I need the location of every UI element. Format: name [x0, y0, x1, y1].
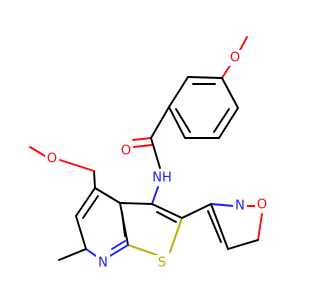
atom-label-o-methoxymethyl: O	[47, 152, 57, 167]
bond-c-nh	[150, 137, 161, 169]
atom-label-s-thiophene: S	[158, 256, 166, 271]
bond-isox-o-c5	[257, 213, 263, 241]
bond-ring-inner-3	[213, 108, 230, 133]
bond-c2-s	[169, 217, 183, 253]
bond-isox-c5-c4	[227, 239, 259, 250]
bond-n-c7a-inner	[111, 240, 126, 250]
bond-isox-c3-n	[210, 203, 235, 207]
atom-label-o-isoxazole: O	[257, 198, 267, 213]
bond-c5-c6	[75, 215, 87, 250]
methoxymethyl-oxygen: O	[45, 151, 59, 167]
bond-aryl-carbonyl	[150, 106, 170, 139]
bond-methyl-o-top	[238, 36, 248, 53]
bond-ch2-o	[59, 159, 95, 172]
bond-c4-ch2	[93, 170, 96, 189]
bond-c6-n	[85, 248, 97, 257]
bond-c4-c5-inner	[82, 195, 99, 219]
atom-label-o-carbonyl: O	[121, 144, 131, 159]
atom-label-layer: O O NH O O N N	[45, 50, 269, 271]
bond-o-ch3	[29, 146, 46, 157]
bond-co-2	[133, 144, 153, 148]
isoxazole-oxygen: O	[255, 197, 269, 213]
molecule-structure-diagram: O O NH O O N N	[29, 36, 269, 271]
atom-label-n-isoxazole: N	[235, 199, 245, 214]
structure-canvas: O O NH O O N N	[29, 36, 269, 271]
bond-c3a-c7a-inner	[121, 211, 126, 237]
isoxazole-nitrogen: N	[233, 198, 247, 214]
bond-nh-c3	[151, 186, 159, 205]
thiophene-sulfur: S	[155, 255, 169, 271]
bond-c6-methyl	[58, 248, 87, 261]
methoxy-oxygen-top: O	[228, 50, 242, 66]
bond-layer	[29, 36, 263, 261]
bond-ring-2	[168, 76, 189, 108]
carbonyl-oxygen: O	[119, 143, 133, 159]
amide-nitrogen: NH	[151, 170, 173, 186]
bond-isox-c4-c3	[210, 203, 229, 250]
bond-c4-c5	[75, 187, 96, 217]
bond-ring-3	[168, 106, 186, 139]
atom-label-n-pyridine: N	[98, 256, 108, 271]
bond-o-aryl-top	[221, 63, 232, 79]
bond-ring-5	[218, 107, 239, 139]
bond-ring-1	[187, 76, 223, 79]
bond-c3-c2	[151, 203, 183, 219]
bond-isox-inner	[207, 210, 222, 243]
bond-c3a-c4	[94, 187, 121, 204]
bond-co-1	[132, 137, 152, 141]
bond-c2-isoxazole	[181, 203, 212, 219]
bond-s-c7a	[127, 244, 158, 256]
bond-n-c7a	[109, 244, 129, 257]
atom-label-o-methoxy-top: O	[230, 51, 240, 66]
pyridine-nitrogen: N	[96, 255, 110, 271]
atom-label-nh-amide: NH	[152, 171, 172, 186]
bond-ring-6	[221, 77, 239, 109]
bond-c3-c2-inner	[156, 211, 177, 223]
bond-ring-inner-2	[175, 108, 191, 133]
bond-c3-c3a	[119, 202, 153, 205]
